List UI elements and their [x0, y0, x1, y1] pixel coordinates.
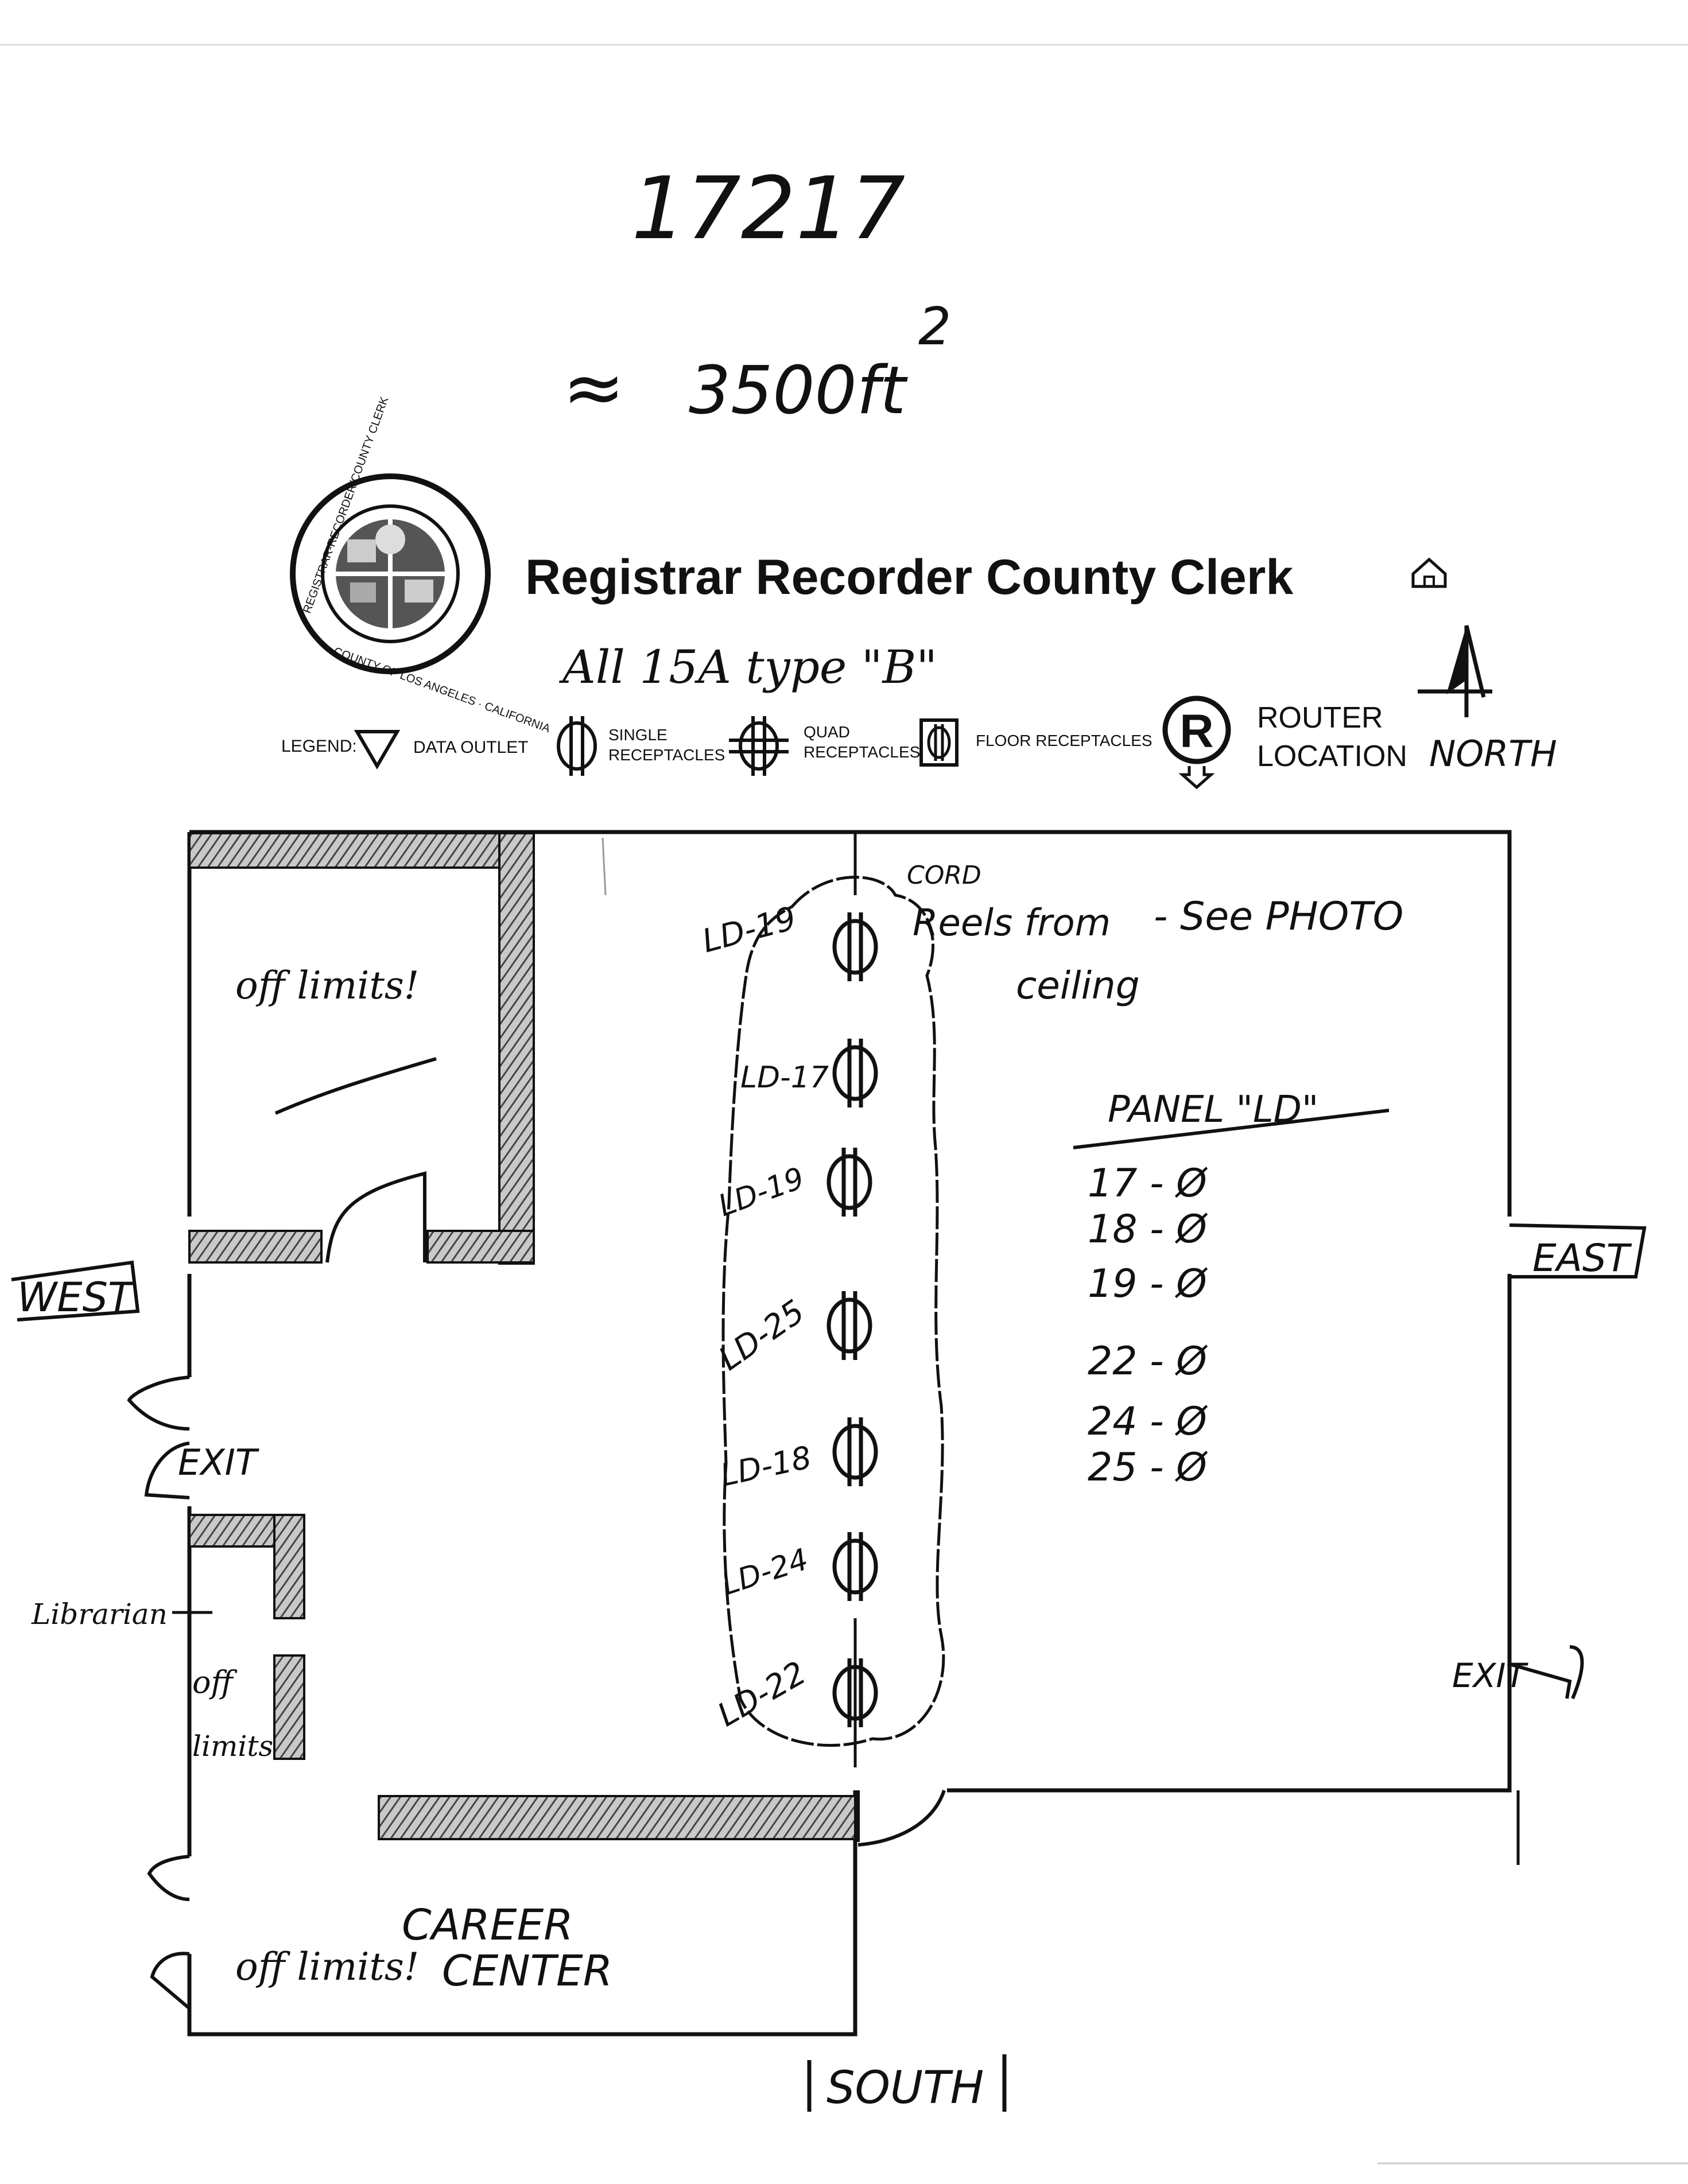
- single-receptacle-icon: [557, 716, 597, 776]
- legend-single-line2: RECEPTACLES: [608, 746, 725, 764]
- wall-northwest-bottom-left: [188, 1230, 323, 1264]
- career-off-limits: off limits!: [235, 1945, 419, 1989]
- west-label-box: [11, 1260, 140, 1322]
- panel-circuit-5: 24 - Ø: [1088, 1399, 1208, 1444]
- cord-reel-cloud: [721, 876, 945, 1747]
- north-label: NORTH: [1429, 733, 1557, 775]
- panel-circuit-4: 22 - Ø: [1088, 1339, 1208, 1384]
- receptacle-ld-18: [832, 1417, 878, 1486]
- router-location-icon: [1162, 695, 1231, 790]
- panel-circuit-6: 25 - Ø: [1088, 1445, 1208, 1490]
- west-label: WEST: [17, 1274, 135, 1321]
- receptacle-ld-22: [832, 1658, 878, 1727]
- panel-underline: [1073, 1109, 1390, 1149]
- legend-data-outlet-text: DATA OUTLET: [413, 738, 529, 757]
- wall-northwest-top: [188, 832, 535, 869]
- wall-northwest-right: [498, 832, 535, 1265]
- scan-speck: [602, 837, 607, 896]
- door-south-west: [147, 1855, 190, 1901]
- receptacle-label-1: LD-19: [699, 900, 800, 961]
- receptacle-label-3: LD-19: [714, 1161, 809, 1223]
- wall-librarian-side: [273, 1514, 305, 1619]
- east-label-box: [1509, 1223, 1647, 1278]
- legend-quad-line2: RECEPTACLES: [804, 743, 920, 761]
- data-outlet-icon: [354, 730, 401, 770]
- career-center-line2: CENTER: [442, 1946, 612, 1996]
- building-outline: [187, 830, 1512, 2037]
- cord-note-line1: CORD: [907, 861, 981, 890]
- off-limits-small-line2: limits: [192, 1730, 273, 1763]
- exit-east-label: EXIT: [1452, 1656, 1528, 1695]
- area-note: 3500ft: [689, 352, 908, 429]
- receptacle-label-4: LD-25: [712, 1293, 812, 1378]
- wall-northwest-bottom-right: [426, 1230, 535, 1264]
- receptacle-label-6: LD-24: [717, 1542, 812, 1603]
- exit-sign-east: [1509, 1645, 1584, 1700]
- area-superscript: 2: [918, 297, 951, 357]
- receptacle-label-2: LD-17: [740, 1060, 829, 1095]
- legend-floor-text: FLOOR RECEPTACLES: [976, 732, 1153, 749]
- receptacle-ld-19-mid: [826, 1148, 872, 1217]
- underline-mark: [274, 1057, 437, 1115]
- door-west-exit: [127, 1375, 190, 1431]
- area-prefix: ≈: [562, 344, 625, 431]
- receptacle-ld-24: [832, 1532, 878, 1601]
- receptacle-ld-25: [826, 1291, 872, 1360]
- door-south-center: [856, 1790, 946, 1847]
- cord-note-line4: - See PHOTO: [1154, 894, 1403, 939]
- router-line1: ROUTER: [1257, 701, 1383, 735]
- librarian-label: Librarian: [31, 1598, 168, 1631]
- north-arrow-icon: [1418, 625, 1492, 717]
- panel-circuit-2: 18 - Ø: [1088, 1207, 1208, 1252]
- router-symbol: R: [1179, 705, 1213, 757]
- legend-single-line1: SINGLE: [608, 726, 668, 744]
- door-northwest-office: [325, 1171, 426, 1263]
- career-center-line1: CAREER: [402, 1901, 573, 1950]
- cord-note-line2: Reels from: [913, 902, 1111, 945]
- door-career-west: [150, 1952, 191, 2010]
- quad-receptacle-icon: [729, 716, 789, 776]
- south-label-box: [807, 2054, 1007, 2112]
- wall-career-center: [378, 1795, 856, 1840]
- home-icon: [1411, 557, 1447, 588]
- legend-label: LEGEND:: [281, 737, 357, 756]
- county-seal-icon: [290, 473, 491, 674]
- floor-receptacle-icon: [919, 718, 959, 767]
- receptacle-symbols: [826, 912, 878, 1727]
- receptacle-label-7: LD-22: [712, 1654, 813, 1734]
- exit-west-label: EXIT: [178, 1441, 259, 1483]
- page-title: Registrar Recorder County Clerk: [525, 550, 1293, 605]
- off-limits-small-line1: off: [192, 1664, 238, 1700]
- router-line2: LOCATION: [1257, 740, 1407, 773]
- legend-quad-line1: QUAD: [804, 723, 850, 741]
- job-number: 17217: [631, 159, 905, 259]
- panel-title: PANEL "LD": [1108, 1089, 1318, 1131]
- receptacle-label-5: LD-18: [717, 1439, 814, 1494]
- panel-circuit-3: 19 - Ø: [1088, 1261, 1208, 1307]
- type-note: All 15A type "B": [558, 640, 937, 694]
- panel-circuit-1: 17 - Ø: [1088, 1161, 1208, 1206]
- receptacle-ld-19-top: [832, 912, 878, 981]
- east-label: EAST: [1532, 1236, 1632, 1280]
- off-limits-room-text: off limits!: [235, 963, 419, 1008]
- cord-note-line3: ceiling: [1016, 963, 1140, 1008]
- south-label: SOUTH: [826, 2062, 984, 2114]
- wall-librarian-lower: [273, 1654, 305, 1760]
- exit-sign-west: [144, 1441, 190, 1499]
- receptacle-ld-17: [832, 1039, 878, 1107]
